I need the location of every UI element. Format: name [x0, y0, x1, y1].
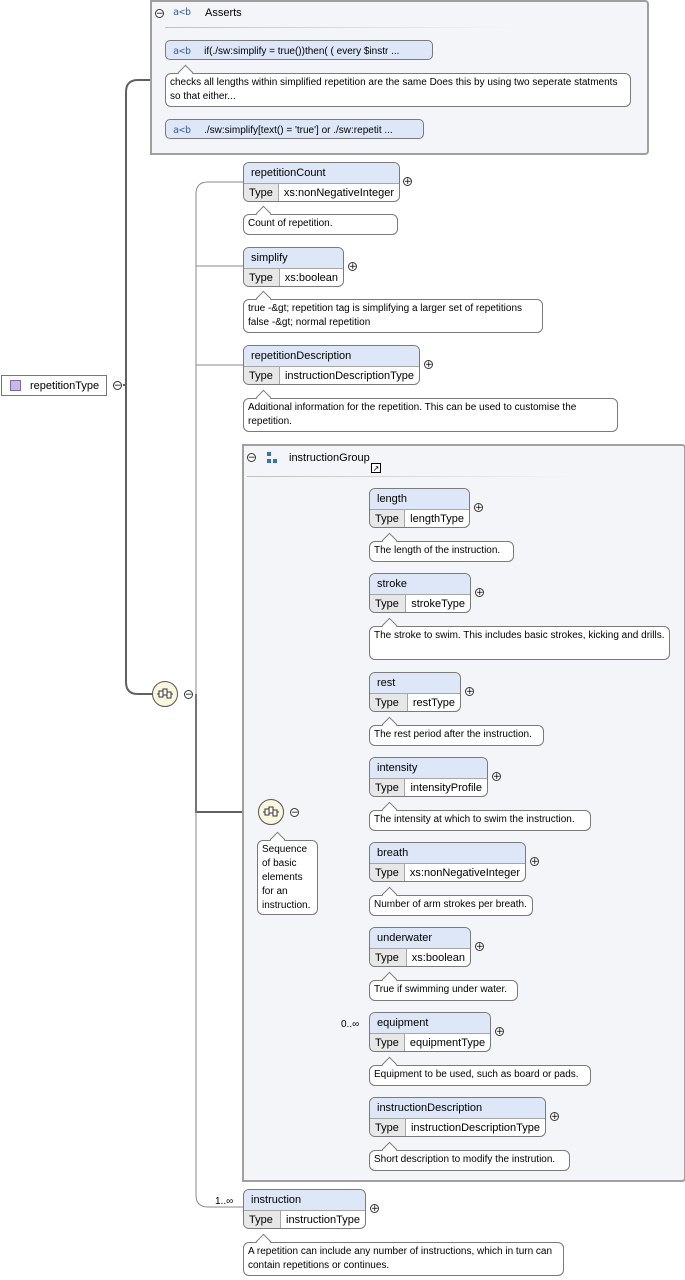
- element-type: restType: [412, 697, 455, 709]
- assert-1-annotation: checks all lengths within simplified rep…: [165, 73, 631, 107]
- type-label: Type: [370, 949, 407, 966]
- occurrence-label: 1..∞: [215, 1196, 234, 1207]
- expand-icon[interactable]: +: [465, 687, 474, 697]
- assert-type-icon: a<b: [173, 7, 192, 18]
- assert-2-expression: ./sw:simplify[text() = 'true'] or ./sw:r…: [204, 125, 393, 136]
- element-type: strokeType: [411, 598, 465, 610]
- element-name: simplify: [244, 248, 343, 269]
- element-type: instructionDescriptionType: [284, 370, 414, 382]
- expand-icon[interactable]: +: [475, 942, 484, 952]
- element-type: instructionDescriptionType: [410, 1122, 540, 1134]
- element-annotation: Additional information for the repetitio…: [243, 398, 618, 432]
- type-label: Type: [244, 367, 280, 384]
- element-name: instructionDescription: [370, 1098, 545, 1119]
- element-name: stroke: [370, 574, 470, 595]
- element-length[interactable]: length Type lengthType: [369, 488, 470, 528]
- element-equipment[interactable]: equipment Type equipmentType: [369, 1012, 491, 1052]
- element-name: underwater: [370, 928, 470, 949]
- element-annotation: The rest period after the instruction.: [369, 725, 544, 746]
- collapse-group-icon[interactable]: −: [247, 453, 256, 463]
- element-annotation: The length of the instruction.: [369, 541, 514, 562]
- expand-icon[interactable]: +: [424, 360, 433, 370]
- type-label: Type: [370, 595, 407, 612]
- element-simplify[interactable]: simplify Type xs:boolean: [243, 247, 344, 287]
- element-annotation: A repetition can include any number of i…: [243, 1242, 564, 1276]
- element-name: equipment: [370, 1013, 490, 1034]
- type-label: Type: [244, 1211, 282, 1228]
- type-label: Type: [244, 184, 279, 201]
- element-rest[interactable]: rest Type restType: [369, 672, 461, 712]
- complex-type-icon: [10, 380, 21, 391]
- root-element-box[interactable]: repetitionType: [1, 375, 107, 396]
- element-type: intensityProfile: [410, 782, 482, 794]
- collapse-asserts-icon[interactable]: −: [155, 9, 164, 19]
- expand-icon[interactable]: +: [495, 1027, 504, 1037]
- group-separator: [247, 476, 577, 477]
- assert-icon: a<b: [173, 125, 192, 136]
- element-annotation: Equipment to be used, such as board or p…: [369, 1065, 591, 1086]
- element-annotation: Count of repetition.: [243, 214, 398, 235]
- element-name: breath: [370, 843, 525, 864]
- type-label: Type: [370, 779, 406, 796]
- expand-icon[interactable]: +: [403, 177, 412, 187]
- type-label: Type: [244, 269, 280, 286]
- type-label: Type: [370, 1119, 406, 1136]
- expand-icon[interactable]: +: [474, 503, 483, 513]
- assert-icon: a<b: [173, 46, 192, 57]
- reference-arrow-icon[interactable]: ↗: [371, 463, 381, 473]
- element-annotation: True if swimming under water.: [369, 980, 518, 1001]
- element-type: lengthType: [410, 513, 464, 525]
- element-underwater[interactable]: underwater Type xs:boolean: [369, 927, 471, 967]
- collapse-sequence-icon[interactable]: −: [184, 690, 193, 700]
- element-repetitionDescription[interactable]: repetitionDescription Type instructionDes…: [243, 345, 420, 385]
- element-annotation: Number of arm strokes per breath.: [369, 895, 533, 916]
- element-breath[interactable]: breath Type xs:nonNegativeInteger: [369, 842, 526, 882]
- group-name: instructionGroup: [289, 452, 370, 464]
- type-label: Type: [370, 1034, 405, 1051]
- element-repetitionCount[interactable]: repetitionCount Type xs:nonNegativeIntege…: [243, 162, 400, 202]
- element-type: xs:nonNegativeInteger: [283, 187, 394, 199]
- expand-icon[interactable]: +: [348, 262, 357, 272]
- root-element-name: repetitionType: [30, 379, 100, 392]
- group-icon: [266, 451, 278, 465]
- element-annotation: The stroke to swim. This includes basic …: [369, 626, 670, 660]
- collapse-sequence-icon[interactable]: −: [290, 808, 299, 818]
- expand-icon[interactable]: +: [370, 1204, 379, 1214]
- expand-icon[interactable]: +: [550, 1112, 559, 1122]
- element-annotation: The intensity at which to swim the instr…: [369, 810, 591, 831]
- type-label: Type: [370, 864, 405, 881]
- expand-icon[interactable]: +: [492, 772, 501, 782]
- type-label: Type: [370, 694, 408, 711]
- element-stroke[interactable]: stroke Type strokeType: [369, 573, 471, 613]
- asserts-separator: [165, 27, 515, 28]
- element-type: equipmentType: [409, 1037, 486, 1049]
- element-annotation: true -&gt; repetition tag is simplifying…: [243, 299, 543, 333]
- assert-2[interactable]: a<b ./sw:simplify[text() = 'true'] or ./…: [165, 119, 424, 139]
- expand-icon[interactable]: +: [475, 588, 484, 598]
- element-instruction[interactable]: instruction Type instructionType: [243, 1189, 366, 1229]
- element-name: repetitionCount: [244, 163, 399, 184]
- element-name: intensity: [370, 758, 487, 779]
- type-label: Type: [370, 510, 406, 527]
- element-name: instruction: [244, 1190, 365, 1211]
- element-intensity[interactable]: intensity Type intensityProfile: [369, 757, 488, 797]
- occurrence-label: 0..∞: [341, 1019, 360, 1030]
- sequence-annotation: Sequence of basic elements for an instru…: [257, 840, 318, 915]
- collapse-root-icon[interactable]: −: [113, 381, 122, 391]
- element-annotation: Short description to modify the instruti…: [369, 1150, 570, 1171]
- assert-1-expression: if(./sw:simplify = true())then( ( every …: [204, 46, 400, 57]
- element-type: instructionType: [286, 1214, 360, 1226]
- assert-1[interactable]: a<b if(./sw:simplify = true())then( ( ev…: [165, 40, 433, 60]
- element-type: xs:boolean: [411, 952, 465, 964]
- element-name: repetitionDescription: [244, 346, 419, 367]
- element-type: xs:nonNegativeInteger: [409, 867, 520, 879]
- expand-icon[interactable]: +: [530, 857, 539, 867]
- asserts-title: Asserts: [205, 7, 242, 19]
- element-name: length: [370, 489, 469, 510]
- sequence-compositor-icon[interactable]: [258, 799, 284, 825]
- sequence-compositor-icon[interactable]: [152, 681, 178, 707]
- element-name: rest: [370, 673, 460, 694]
- element-instructionDescription[interactable]: instructionDescription Type instructionDe…: [369, 1097, 546, 1137]
- element-type: xs:boolean: [284, 272, 338, 284]
